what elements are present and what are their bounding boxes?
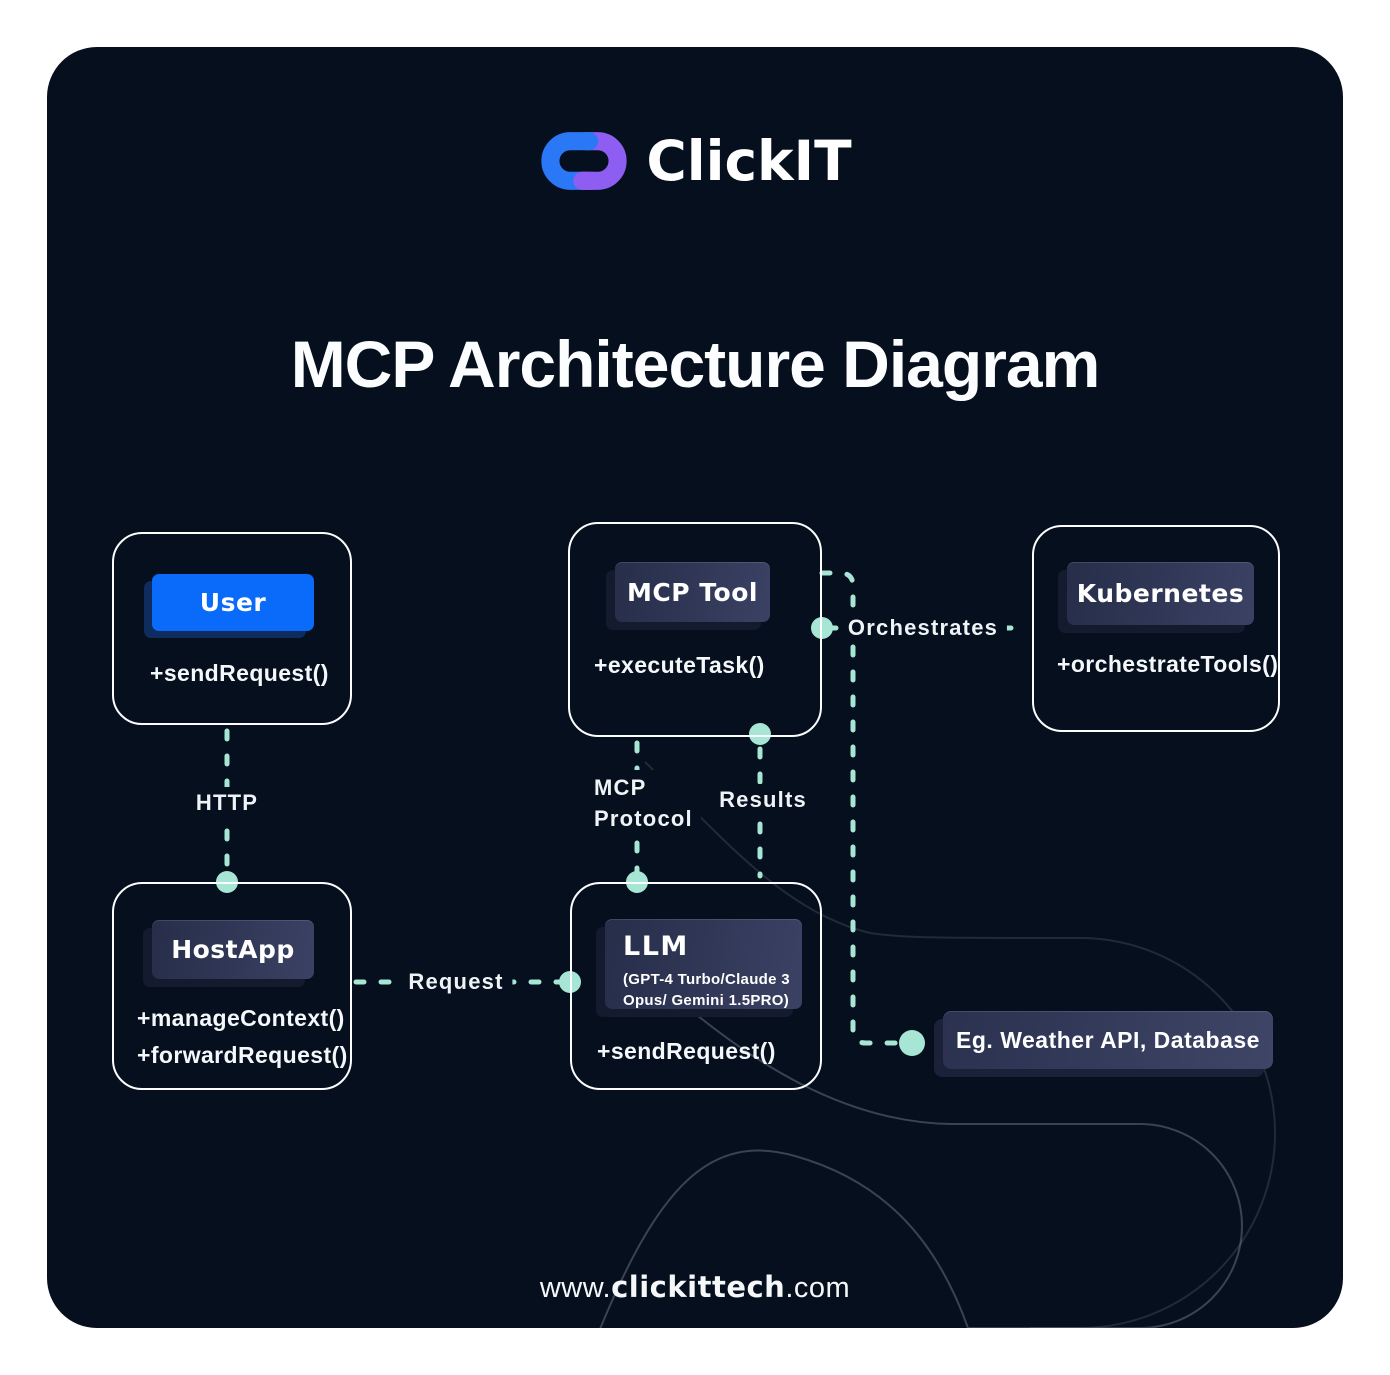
node-llm-title: LLM (623, 931, 689, 962)
node-hostapp-title: HostApp (171, 935, 295, 964)
diagram-stage: ClickIT MCP Architecture Diagram User +s… (47, 47, 1343, 1328)
edge-label-mcp-protocol-line1: MCP (594, 775, 647, 800)
node-user: User +sendRequest() (112, 532, 352, 725)
node-kubernetes-header: Kubernetes (1067, 562, 1254, 625)
node-llm-header: LLM (GPT-4 Turbo/Claude 3 Opus/ Gemini 1… (605, 919, 802, 1009)
node-hostapp-method-2: +forwardRequest() (137, 1042, 348, 1068)
brand-name: ClickIT (646, 128, 852, 193)
node-mcp-tool-method: +executeTask() (594, 652, 765, 678)
node-mcp-tool-header: MCP Tool (615, 562, 770, 622)
node-llm-subtitle-line2: Opus/ Gemini 1.5PRO) (623, 992, 790, 1010)
node-hostapp-method-1: +manageContext() (137, 1005, 345, 1031)
node-mcp-tool-title: MCP Tool (627, 577, 758, 607)
node-hostapp: HostApp +manageContext() +forwardRequest… (112, 882, 352, 1090)
edge-label-mcp-protocol: MCP Protocol (586, 770, 701, 836)
logo-link-blue (541, 132, 599, 190)
connector-dot-external (899, 1030, 925, 1056)
edge-label-request: Request (399, 966, 513, 998)
node-user-header: User (152, 574, 314, 631)
node-hostapp-header: HostApp (152, 920, 314, 979)
node-user-title: User (199, 588, 267, 617)
footer-url-domain: clickittech (611, 1270, 786, 1304)
node-kubernetes: Kubernetes +orchestrateTools() (1032, 525, 1280, 732)
edge-label-orchestrates: Orchestrates (838, 612, 1008, 644)
logo-link-icon (541, 132, 627, 190)
node-external-systems: Eg. Weather API, Database (943, 1011, 1273, 1069)
logo-link-purple (573, 132, 627, 190)
node-user-method: +sendRequest() (150, 660, 329, 686)
brand-logo: ClickIT (47, 128, 1343, 194)
edge-label-mcp-protocol-line2: Protocol (594, 806, 693, 831)
diagram-card: ClickIT MCP Architecture Diagram User +s… (47, 47, 1343, 1328)
node-mcp-tool: MCP Tool +executeTask() (568, 522, 822, 737)
edge-label-http: HTTP (186, 787, 268, 819)
node-kubernetes-title: Kubernetes (1076, 579, 1245, 608)
node-kubernetes-method: +orchestrateTools() (1057, 651, 1279, 677)
diagram-title: MCP Architecture Diagram (290, 327, 1101, 401)
node-llm: LLM (GPT-4 Turbo/Claude 3 Opus/ Gemini 1… (570, 882, 822, 1090)
node-llm-method: +sendRequest() (597, 1038, 776, 1064)
footer-url-prefix: www. (539, 1272, 612, 1304)
edge-label-results: Results (710, 784, 816, 816)
footer-url-suffix: .com (785, 1272, 851, 1304)
node-llm-subtitle-line1: (GPT-4 Turbo/Claude 3 (623, 970, 790, 988)
footer-url: www.clickittech.com (47, 1270, 1343, 1305)
